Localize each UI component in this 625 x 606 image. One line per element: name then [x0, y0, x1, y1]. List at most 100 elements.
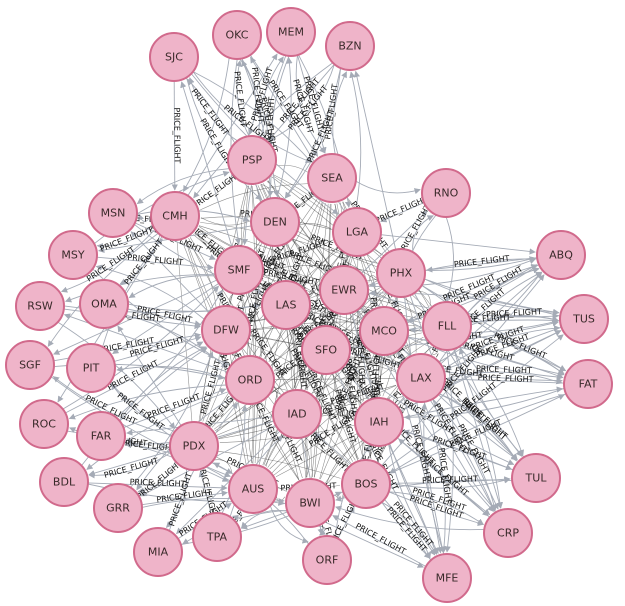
node-circle[interactable]: [422, 301, 472, 351]
node-circle[interactable]: [319, 265, 369, 315]
node-aus[interactable]: AUS: [228, 464, 278, 514]
node-tus[interactable]: TUS: [559, 294, 609, 344]
node-circle[interactable]: [5, 340, 55, 390]
node-circle[interactable]: [376, 248, 426, 298]
node-circle[interactable]: [133, 527, 183, 577]
node-circle[interactable]: [266, 7, 316, 57]
node-mco[interactable]: MCO: [359, 306, 409, 356]
node-bwi[interactable]: BWI: [285, 478, 335, 528]
node-mem[interactable]: MEM: [266, 7, 316, 57]
node-lax[interactable]: LAX: [396, 353, 446, 403]
node-las[interactable]: LAS: [261, 280, 311, 330]
node-circle[interactable]: [93, 483, 143, 533]
node-bzn[interactable]: BZN: [325, 21, 375, 71]
node-circle[interactable]: [341, 459, 391, 509]
node-pit[interactable]: PIT: [66, 343, 116, 393]
edge-den-mem: [276, 57, 293, 199]
node-bdl[interactable]: BDL: [39, 457, 89, 507]
node-circle[interactable]: [79, 279, 129, 329]
node-circle[interactable]: [150, 191, 200, 241]
node-okc[interactable]: OKC: [212, 10, 262, 60]
node-circle[interactable]: [228, 464, 278, 514]
node-sjc[interactable]: SJC: [149, 32, 199, 82]
node-circle[interactable]: [354, 397, 404, 447]
node-tul[interactable]: TUL: [511, 453, 561, 503]
node-roc[interactable]: ROC: [19, 399, 69, 449]
node-circle[interactable]: [88, 188, 138, 238]
node-circle[interactable]: [511, 453, 561, 503]
node-circle[interactable]: [169, 421, 219, 471]
node-circle[interactable]: [422, 553, 472, 603]
node-fat[interactable]: FAT: [563, 359, 613, 409]
node-tpa[interactable]: TPA: [192, 512, 242, 562]
node-lga[interactable]: LGA: [332, 207, 382, 257]
node-circle[interactable]: [227, 135, 277, 185]
node-msy[interactable]: MSY: [48, 230, 98, 280]
node-circle[interactable]: [536, 230, 586, 280]
node-circle[interactable]: [563, 359, 613, 409]
node-circle[interactable]: [212, 10, 262, 60]
edge-lax-crp: [432, 398, 496, 511]
node-rsw[interactable]: RSW: [15, 281, 65, 331]
node-circle[interactable]: [66, 343, 116, 393]
node-orf[interactable]: ORF: [302, 535, 352, 585]
node-circle[interactable]: [214, 245, 264, 295]
node-rno[interactable]: RNO: [421, 168, 471, 218]
node-circle[interactable]: [15, 281, 65, 331]
node-label: MSY: [61, 249, 84, 262]
node-circle[interactable]: [325, 21, 375, 71]
node-circle[interactable]: [272, 389, 322, 439]
edge-pdx-bdl: [88, 452, 172, 479]
node-mfe[interactable]: MFE: [422, 553, 472, 603]
node-circle[interactable]: [396, 353, 446, 403]
node-sgf[interactable]: SGF: [5, 340, 55, 390]
node-circle[interactable]: [201, 305, 251, 355]
node-msn[interactable]: MSN: [88, 188, 138, 238]
node-circle[interactable]: [225, 355, 275, 405]
node-mia[interactable]: MIA: [133, 527, 183, 577]
node-circle[interactable]: [285, 478, 335, 528]
node-fll[interactable]: FLL: [422, 301, 472, 351]
node-circle[interactable]: [250, 197, 300, 247]
node-circle[interactable]: [301, 325, 351, 375]
edge-label: PRICE_FLIGHT: [146, 392, 202, 420]
node-far[interactable]: FAR: [76, 411, 126, 461]
node-bos[interactable]: BOS: [341, 459, 391, 509]
node-cmh[interactable]: CMH: [150, 191, 200, 241]
node-circle[interactable]: [359, 306, 409, 356]
node-crp[interactable]: CRP: [483, 508, 533, 558]
node-circle[interactable]: [76, 411, 126, 461]
node-oma[interactable]: OMA: [79, 279, 129, 329]
node-den[interactable]: DEN: [250, 197, 300, 247]
node-sfo[interactable]: SFO: [301, 325, 351, 375]
node-circle[interactable]: [261, 280, 311, 330]
node-iah[interactable]: IAH: [354, 397, 404, 447]
node-circle[interactable]: [302, 535, 352, 585]
node-pdx[interactable]: PDX: [169, 421, 219, 471]
node-circle[interactable]: [192, 512, 242, 562]
node-grr[interactable]: GRR: [93, 483, 143, 533]
node-iad[interactable]: IAD: [272, 389, 322, 439]
node-circle[interactable]: [307, 153, 357, 203]
node-phx[interactable]: PHX: [376, 248, 426, 298]
node-abq[interactable]: ABQ: [536, 230, 586, 280]
node-label: TPA: [206, 531, 228, 544]
node-smf[interactable]: SMF: [214, 245, 264, 295]
node-circle[interactable]: [332, 207, 382, 257]
node-circle[interactable]: [149, 32, 199, 82]
node-circle[interactable]: [39, 457, 89, 507]
node-psp[interactable]: PSP: [227, 135, 277, 185]
node-circle[interactable]: [559, 294, 609, 344]
node-sea[interactable]: SEA: [307, 153, 357, 203]
node-circle[interactable]: [421, 168, 471, 218]
node-ord[interactable]: ORD: [225, 355, 275, 405]
node-ewr[interactable]: EWR: [319, 265, 369, 315]
edge-tpa-pdx: [198, 470, 212, 514]
node-dfw[interactable]: DFW: [201, 305, 251, 355]
edge-lga-abq: [380, 234, 536, 255]
edge-aus-orf: [269, 505, 309, 544]
node-circle[interactable]: [48, 230, 98, 280]
node-circle[interactable]: [19, 399, 69, 449]
edge-pit-dfw: [113, 335, 202, 362]
node-circle[interactable]: [483, 508, 533, 558]
